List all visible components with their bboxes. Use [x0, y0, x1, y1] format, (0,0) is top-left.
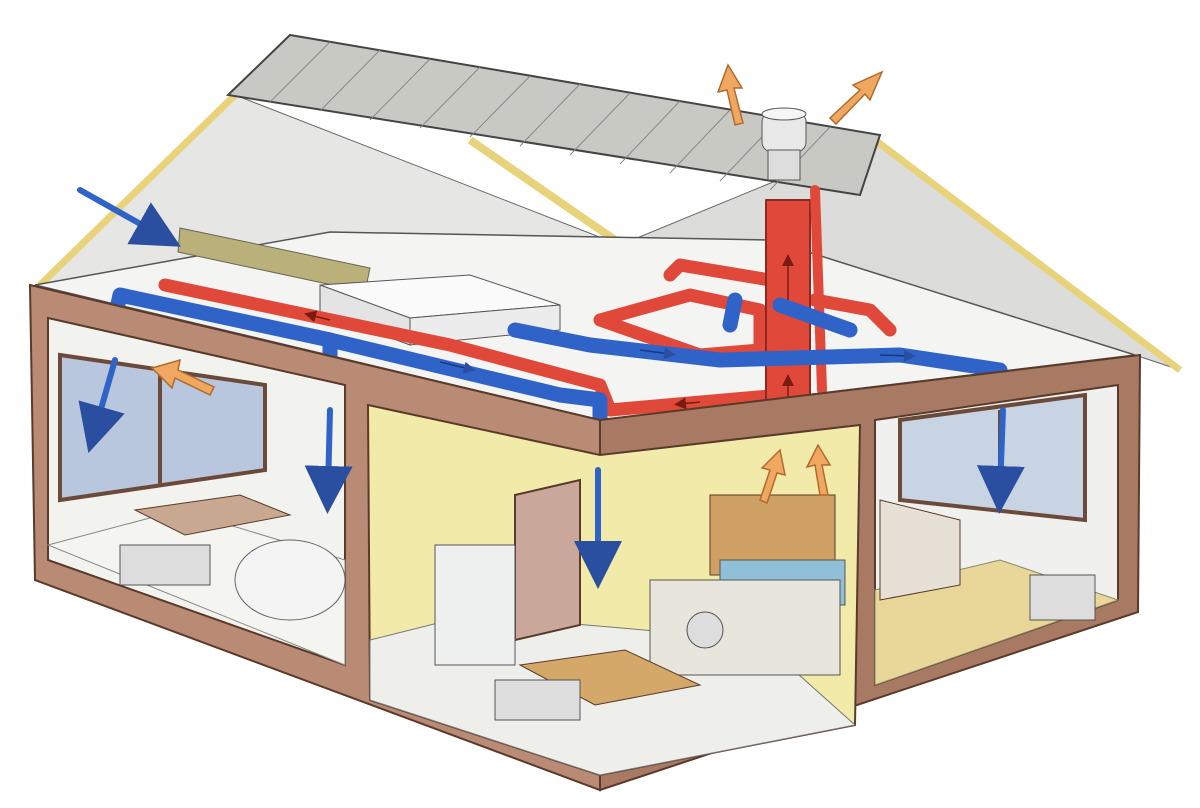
fridge	[434, 544, 516, 666]
bed	[879, 499, 961, 601]
door	[514, 478, 581, 642]
radiator-right	[1029, 574, 1096, 621]
left-roof-edge	[37, 92, 238, 288]
coffee-table	[133, 494, 292, 536]
room-air-arrow-left	[150, 358, 216, 396]
left-window	[58, 352, 267, 503]
exhaust-arrow-left	[716, 63, 744, 126]
radiator-middle	[494, 679, 581, 721]
armchair	[234, 539, 346, 621]
furniture	[119, 478, 1096, 721]
airflow-arrows	[150, 63, 884, 505]
supply-flow-arrows	[439, 347, 916, 374]
roof-vent-cap	[761, 107, 807, 181]
kitchen-counter	[649, 579, 841, 676]
right-roof-edge	[872, 137, 1183, 373]
supply-outlet-arrows	[77, 187, 1025, 589]
exhaust-arrow-right	[828, 70, 884, 126]
kitchen-extract-arrow-1	[759, 448, 786, 505]
washing-machine	[686, 611, 724, 649]
kitchen-extract-arrow-2	[805, 443, 832, 496]
rafter	[467, 136, 618, 244]
radiator-left	[119, 544, 211, 586]
